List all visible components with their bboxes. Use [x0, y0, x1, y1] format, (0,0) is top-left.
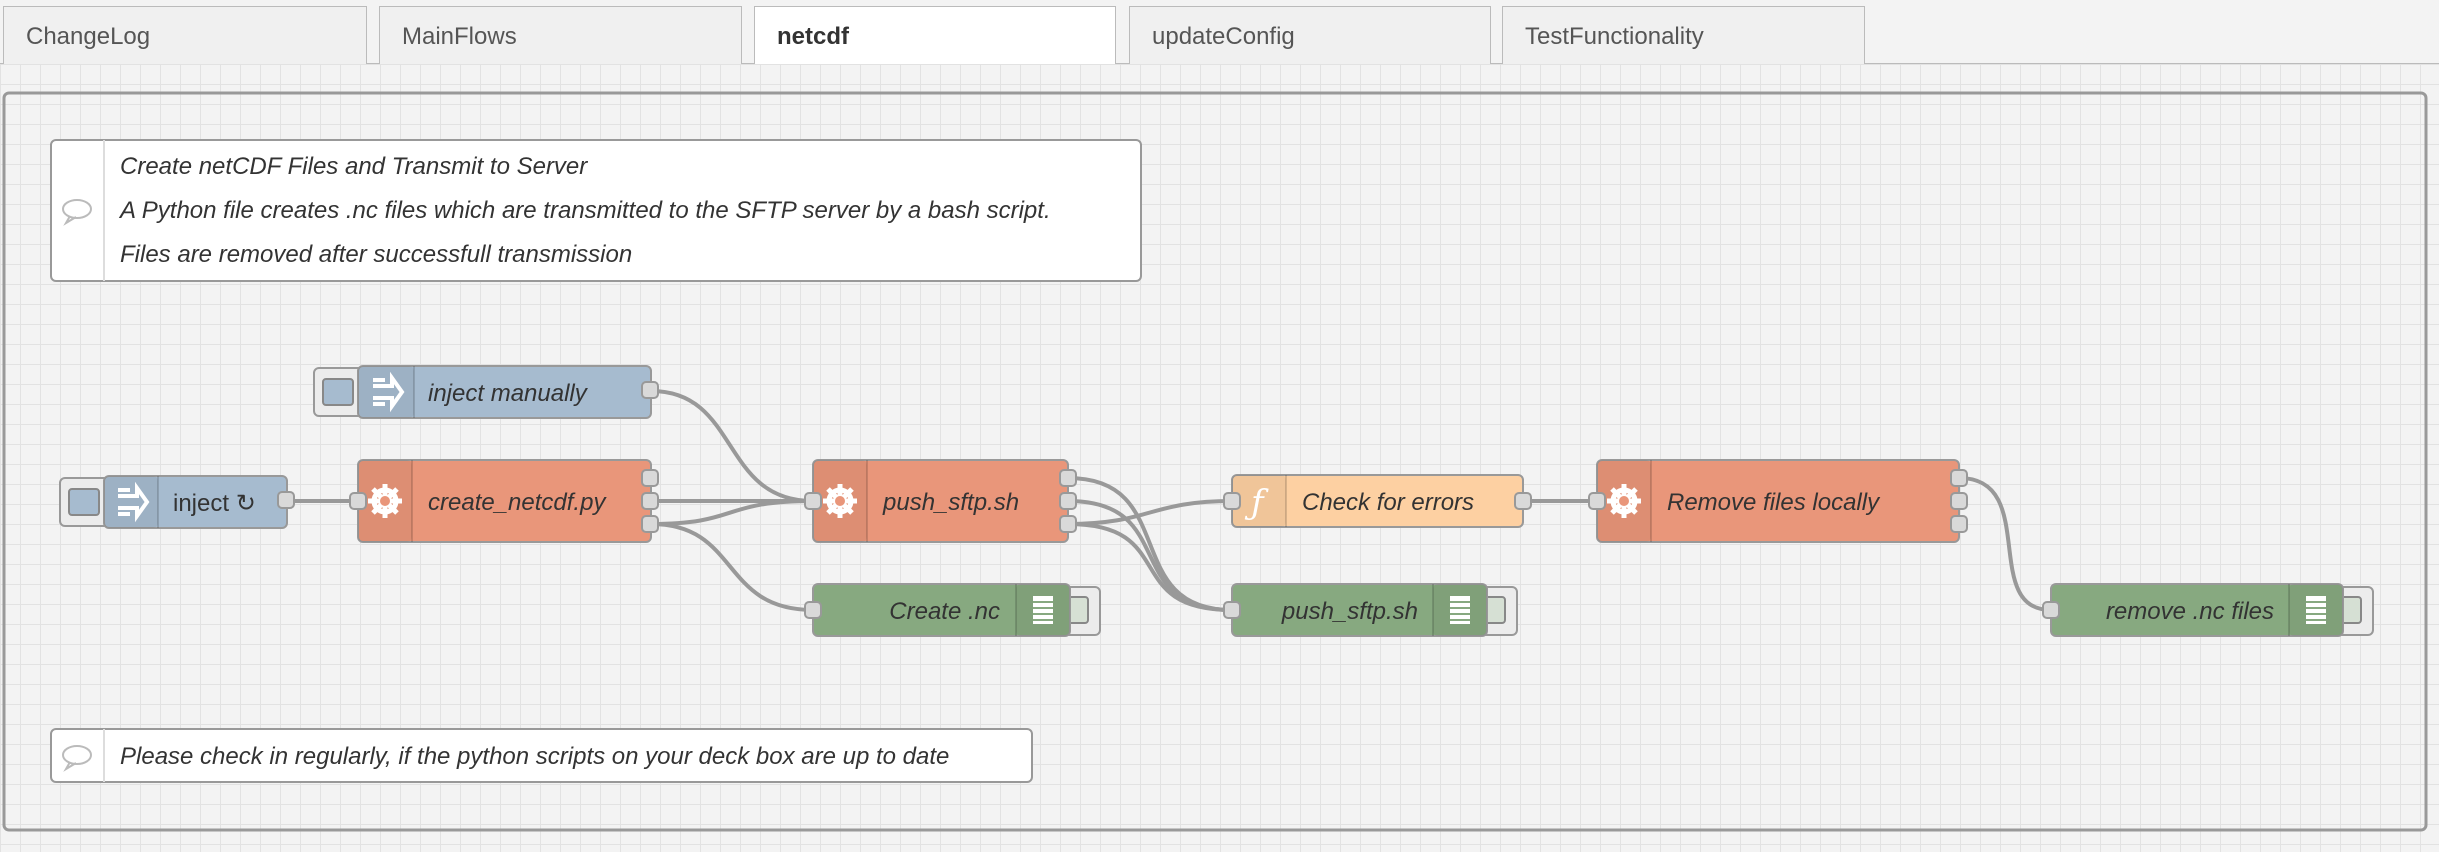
node-label: Create .nc — [889, 598, 1000, 625]
node-debug-create-nc[interactable]: Create .nc — [804, 583, 1101, 637]
output-port[interactable] — [641, 469, 659, 487]
arrow-in-icon — [373, 371, 405, 413]
wire — [1958, 476, 2052, 612]
input-port[interactable] — [1223, 492, 1241, 510]
tab-mainflows[interactable]: MainFlows — [379, 6, 742, 64]
output-port[interactable] — [1514, 492, 1532, 510]
workspace-tab-bar: ChangeLog MainFlows netcdf updateConfig … — [0, 0, 2439, 66]
comment-top-line3: Files are removed after successfull tran… — [120, 241, 632, 268]
comment-bottom-title: Please check in regularly, if the python… — [120, 743, 949, 770]
flow-canvas[interactable]: Create netCDF Files and Transmit to Serv… — [0, 64, 2439, 852]
output-port[interactable] — [641, 515, 659, 533]
list-icon — [1033, 596, 1053, 624]
wire — [650, 499, 814, 526]
wire — [650, 389, 814, 503]
gear-icon — [1607, 484, 1641, 518]
group-frame[interactable] — [2, 91, 2428, 832]
node-label: remove .nc files — [2106, 598, 2274, 625]
comment-bottom[interactable]: Please check in regularly, if the python… — [50, 728, 1033, 783]
list-icon — [2306, 596, 2326, 624]
output-port[interactable] — [641, 492, 659, 510]
wire — [1067, 499, 1233, 526]
gear-icon — [368, 484, 402, 518]
wire — [1067, 522, 1233, 612]
node-label: push_sftp.sh — [882, 489, 1019, 516]
comment-top-line2: A Python file creates .nc files which ar… — [118, 197, 1051, 224]
node-debug-push-sftp[interactable]: push_sftp.sh — [1223, 583, 1518, 637]
flow-diagram: Create netCDF Files and Transmit to Serv… — [2, 91, 2428, 832]
node-label: push_sftp.sh — [1281, 598, 1418, 625]
tab-updateconfig[interactable]: updateConfig — [1129, 6, 1491, 64]
comment-icon — [62, 199, 92, 226]
node-label: inject ↻ — [173, 490, 256, 517]
output-port[interactable] — [277, 491, 295, 509]
tab-netcdf[interactable]: netcdf — [754, 6, 1116, 66]
input-port[interactable] — [804, 492, 822, 510]
input-port[interactable] — [2042, 601, 2060, 619]
output-port[interactable] — [1950, 492, 1968, 510]
input-port[interactable] — [1588, 492, 1606, 510]
comment-top[interactable]: Create netCDF Files and Transmit to Serv… — [50, 139, 1142, 282]
output-port[interactable] — [1059, 515, 1077, 533]
node-debug-remove-nc[interactable]: remove .nc files — [2042, 583, 2374, 637]
node-inject-repeat[interactable]: inject ↻ — [59, 475, 295, 529]
node-create-netcdf[interactable]: create_netcdf.py — [349, 459, 659, 543]
node-remove-files[interactable]: Remove files locally — [1588, 459, 1968, 543]
tab-changelog[interactable]: ChangeLog — [3, 6, 367, 64]
input-port[interactable] — [349, 492, 367, 510]
list-icon — [1450, 596, 1470, 624]
node-label: inject manually — [428, 380, 589, 407]
output-port[interactable] — [1950, 515, 1968, 533]
input-port[interactable] — [1223, 601, 1241, 619]
output-port[interactable] — [1950, 469, 1968, 487]
comment-top-title: Create netCDF Files and Transmit to Serv… — [120, 153, 588, 180]
node-label: Check for errors — [1302, 489, 1474, 516]
tab-testfunctionality[interactable]: TestFunctionality — [1502, 6, 1865, 64]
wires — [287, 389, 2052, 612]
node-label: Remove files locally — [1667, 489, 1881, 516]
gear-icon — [823, 484, 857, 518]
output-port[interactable] — [1059, 469, 1077, 487]
node-push-sftp[interactable]: push_sftp.sh — [804, 459, 1077, 543]
comment-icon — [62, 745, 92, 772]
wire — [650, 522, 814, 612]
arrow-in-icon — [118, 481, 150, 523]
node-inject-manually[interactable]: inject manually — [313, 365, 659, 419]
output-port[interactable] — [1059, 492, 1077, 510]
node-check-errors[interactable]: ƒ Check for errors — [1223, 474, 1532, 528]
node-label: create_netcdf.py — [428, 489, 607, 516]
output-port[interactable] — [641, 381, 659, 399]
input-port[interactable] — [804, 601, 822, 619]
